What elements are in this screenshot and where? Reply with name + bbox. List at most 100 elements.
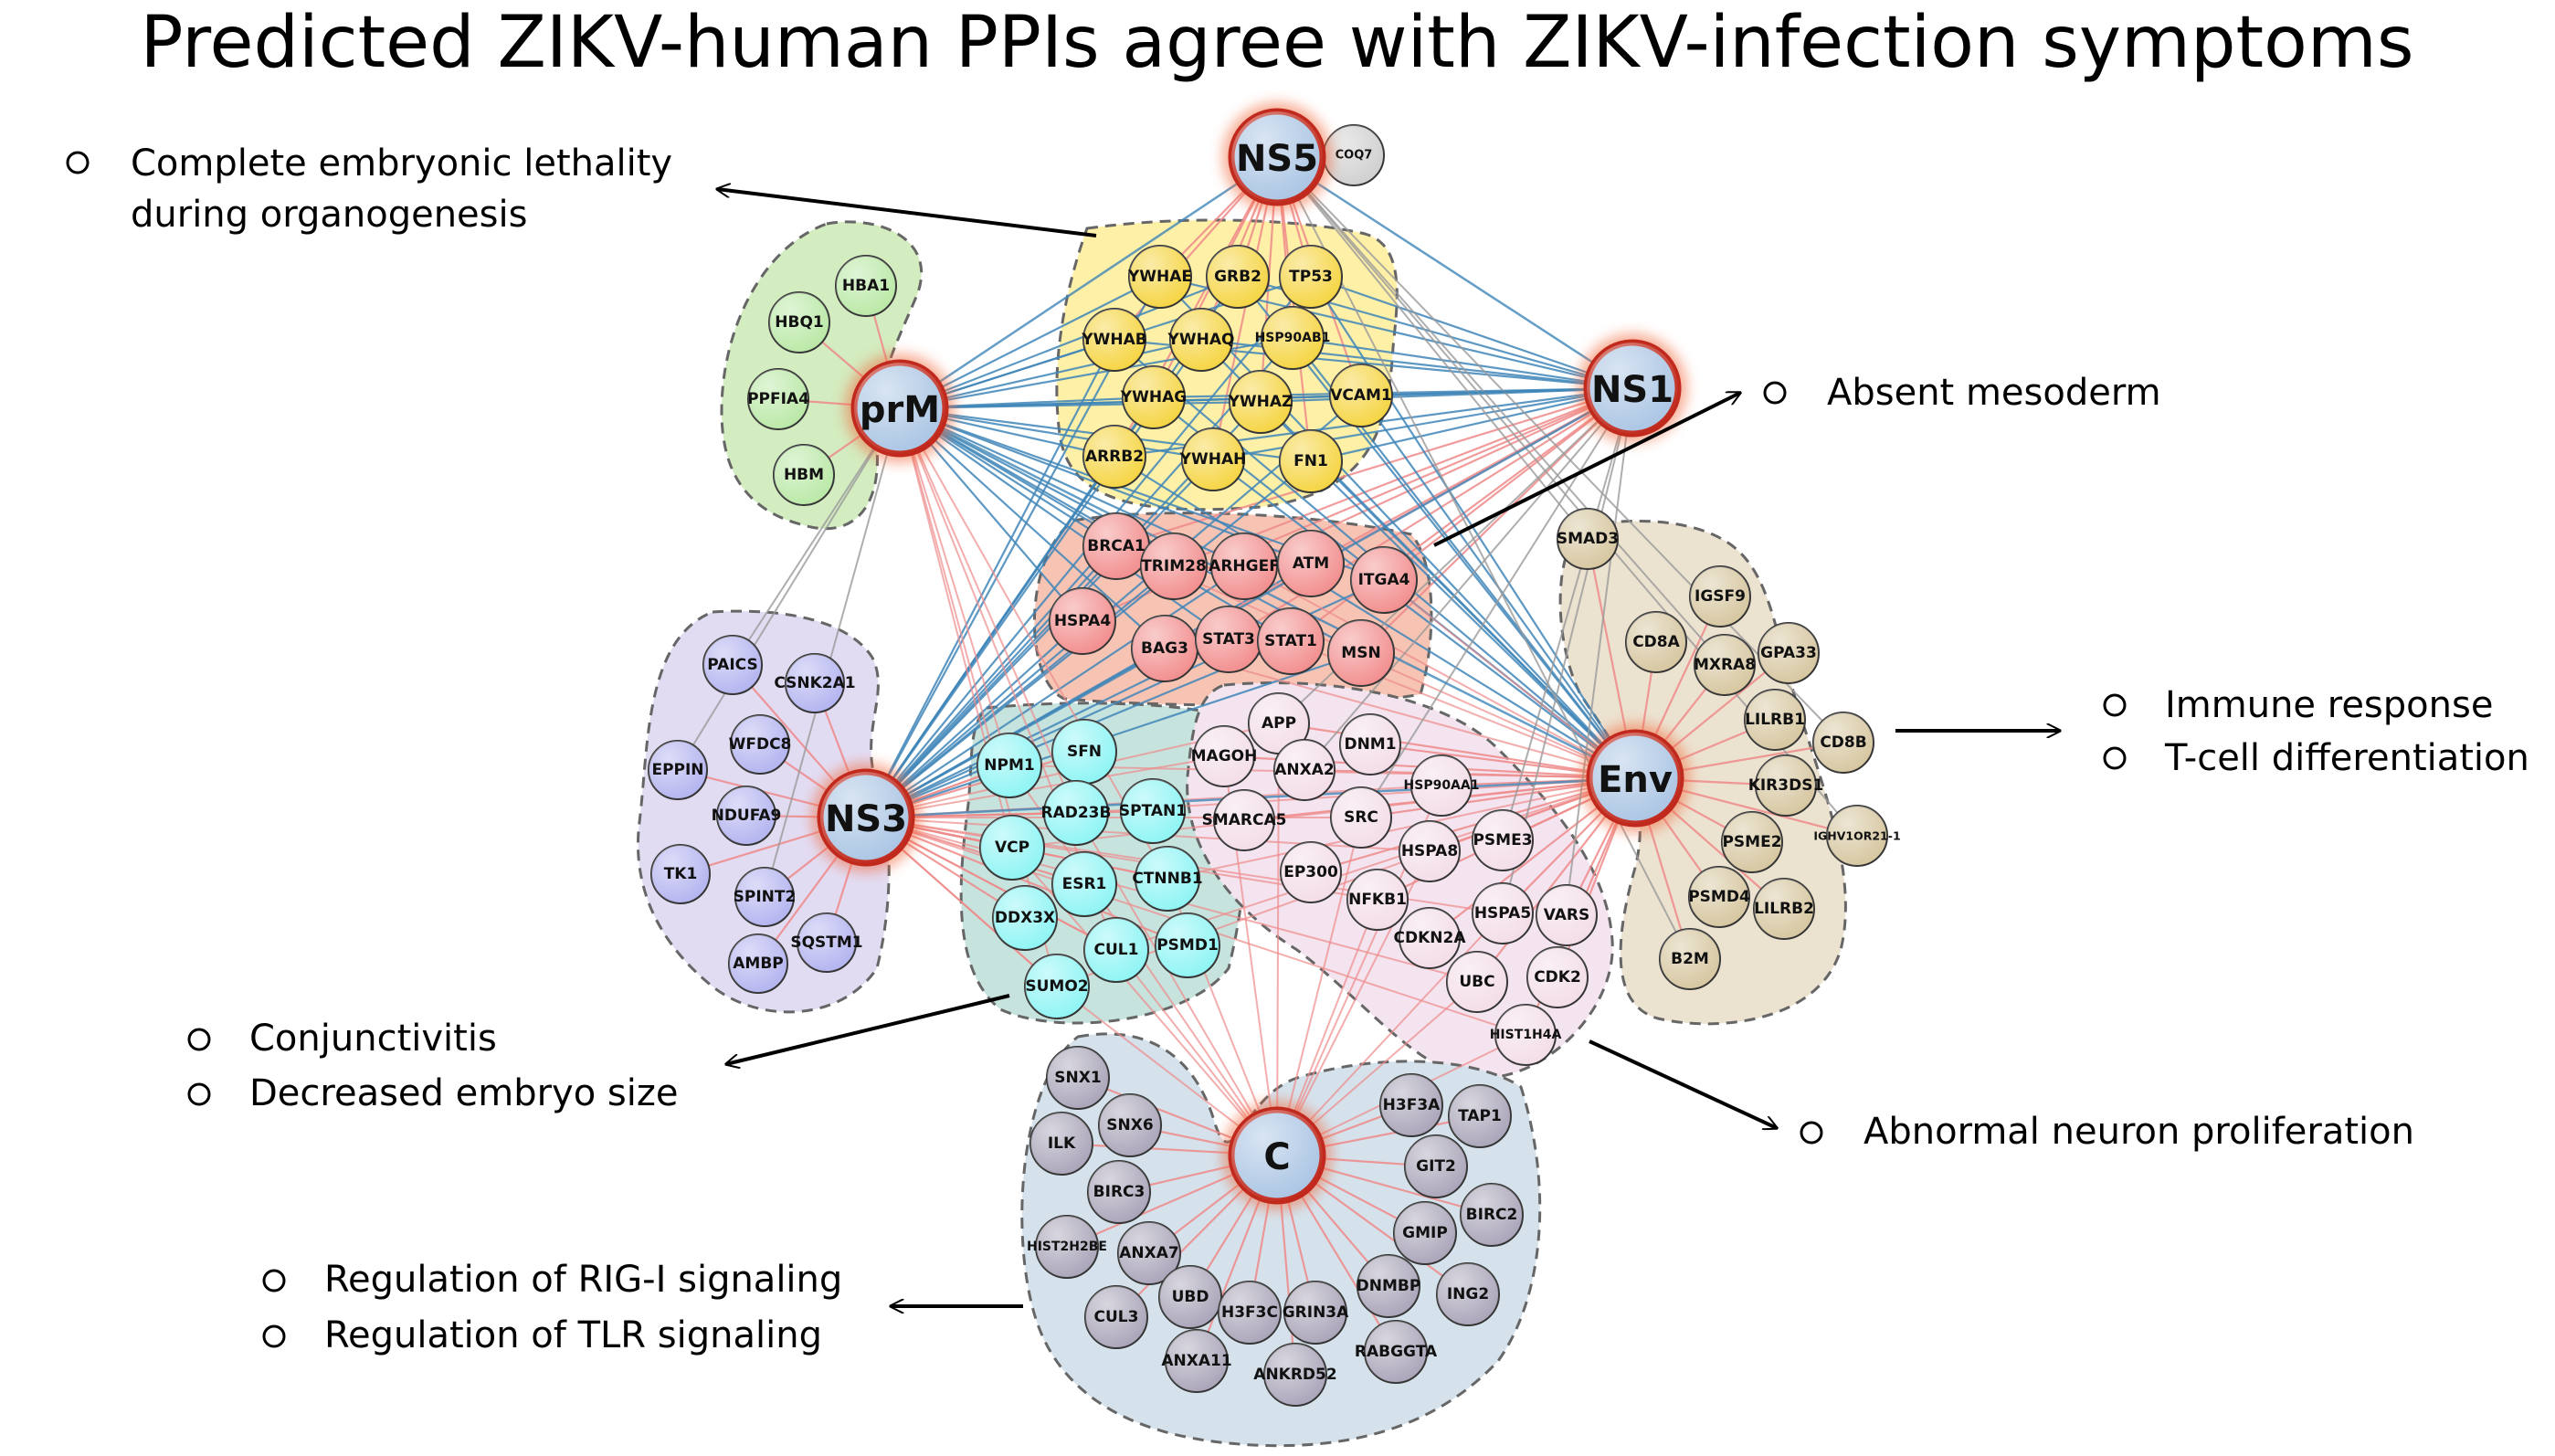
protein-node-app[interactable]: APP (1248, 692, 1310, 754)
protein-node-ep300[interactable]: EP300 (1280, 841, 1342, 903)
hub-node-ns3[interactable]: NS3 (811, 763, 921, 872)
protein-node-lilrb1[interactable]: LILRB1 (1744, 689, 1806, 751)
protein-node-psme2[interactable]: PSME2 (1721, 811, 1783, 873)
hub-node-ns1[interactable]: NS1 (1578, 333, 1687, 443)
protein-node-cdk2[interactable]: CDK2 (1526, 946, 1589, 1008)
protein-node-ywhaz[interactable]: YWHAZ (1228, 370, 1293, 434)
protein-node-ctnnb1[interactable]: CTNNB1 (1132, 846, 1203, 912)
hub-node-prm[interactable]: prM (845, 353, 955, 463)
protein-node-psme3[interactable]: PSME3 (1472, 809, 1534, 871)
protein-node-ilk[interactable]: ILK (1029, 1112, 1093, 1176)
protein-node-cul1[interactable]: CUL1 (1083, 917, 1149, 983)
hub-node-env[interactable]: Env (1580, 723, 1690, 833)
protein-node-msn[interactable]: MSN (1327, 619, 1395, 687)
protein-node-esr1[interactable]: ESR1 (1051, 851, 1117, 917)
protein-node-brca1[interactable]: BRCA1 (1082, 512, 1150, 580)
protein-node-igsf9[interactable]: IGSF9 (1689, 565, 1751, 628)
protein-node-sumo2[interactable]: SUMO2 (1024, 954, 1090, 1019)
protein-node-ywhaq[interactable]: YWHAQ (1167, 308, 1235, 372)
protein-node-birc3[interactable]: BIRC3 (1087, 1160, 1151, 1224)
protein-node-snx6[interactable]: SNX6 (1098, 1093, 1162, 1157)
protein-node-cul3[interactable]: CUL3 (1084, 1285, 1148, 1349)
protein-node-ywhah[interactable]: YWHAH (1179, 427, 1247, 491)
protein-node-hspa5[interactable]: HSPA5 (1472, 882, 1534, 944)
protein-node-paics[interactable]: PAICS (702, 635, 763, 695)
protein-node-magoh[interactable]: MAGOH (1191, 725, 1258, 787)
protein-node-tp53[interactable]: TP53 (1279, 245, 1343, 309)
protein-node-npm1[interactable]: NPM1 (977, 733, 1042, 798)
protein-node-src[interactable]: SRC (1330, 786, 1392, 849)
protein-node-smarca5[interactable]: SMARCA5 (1202, 789, 1287, 851)
protein-node-anxa2[interactable]: ANXA2 (1273, 739, 1336, 801)
protein-node-birc2[interactable]: BIRC2 (1460, 1183, 1524, 1247)
protein-node-itga4[interactable]: ITGA4 (1350, 546, 1418, 614)
protein-node-h3f3c[interactable]: H3F3C (1218, 1281, 1282, 1345)
protein-node-ddx3x[interactable]: DDX3X (992, 885, 1058, 951)
protein-node-ubc[interactable]: UBC (1446, 951, 1508, 1013)
protein-node-gmip[interactable]: GMIP (1393, 1201, 1457, 1265)
protein-node-gpa33[interactable]: GPA33 (1758, 622, 1820, 684)
protein-node-rabggta[interactable]: RABGGTA (1355, 1320, 1438, 1384)
protein-node-git2[interactable]: GIT2 (1404, 1134, 1468, 1198)
protein-node-csnk2a1[interactable]: CSNK2A1 (774, 653, 856, 713)
hub-node-c[interactable]: C (1222, 1101, 1332, 1210)
protein-node-spint2[interactable]: SPINT2 (734, 867, 797, 927)
protein-node-dnmbp[interactable]: DNMBP (1357, 1254, 1421, 1318)
protein-node-cd8b[interactable]: CD8B (1812, 712, 1874, 774)
protein-node-ywhag[interactable]: YWHAG (1120, 365, 1187, 429)
protein-node-ppfia4[interactable]: PPFIA4 (747, 368, 809, 430)
protein-node-ing2[interactable]: ING2 (1436, 1262, 1500, 1326)
protein-node-cd8a[interactable]: CD8A (1625, 611, 1687, 673)
protein-node-wfdc8[interactable]: WFDC8 (729, 714, 792, 775)
protein-node-hspa4[interactable]: HSPA4 (1049, 587, 1116, 655)
protein-node-sfn[interactable]: SFN (1051, 719, 1117, 785)
protein-node-fn1[interactable]: FN1 (1279, 429, 1343, 493)
protein-node-trim28[interactable]: TRIM28 (1140, 533, 1208, 600)
protein-node-kir3ds1[interactable]: KIR3DS1 (1748, 754, 1824, 817)
protein-node-smad3[interactable]: SMAD3 (1557, 508, 1619, 570)
protein-node-hbq1[interactable]: HBQ1 (768, 291, 830, 353)
protein-node-sptan1[interactable]: SPTAN1 (1119, 778, 1187, 844)
protein-node-coq7[interactable]: COQ7 (1323, 124, 1385, 186)
protein-node-tk1[interactable]: TK1 (650, 844, 711, 904)
protein-node-anxa11[interactable]: ANXA11 (1161, 1329, 1232, 1393)
protein-node-stat3[interactable]: STAT3 (1195, 606, 1262, 673)
protein-node-psmd4[interactable]: PSMD4 (1688, 866, 1750, 928)
protein-node-lilrb2[interactable]: LILRB2 (1753, 878, 1815, 940)
protein-node-cdkn2a[interactable]: CDKN2A (1394, 907, 1467, 969)
protein-node-arhgef[interactable]: ARHGEF (1209, 533, 1280, 600)
protein-node-sqstm1[interactable]: SQSTM1 (790, 913, 863, 973)
protein-node-mxra8[interactable]: MXRA8 (1694, 634, 1756, 696)
protein-node-vcp[interactable]: VCP (979, 815, 1045, 881)
protein-node-hsp90ab1[interactable]: HSP90AB1 (1255, 306, 1331, 370)
hub-node-ns5[interactable]: NS5 (1222, 102, 1332, 212)
protein-node-grin3a[interactable]: GRIN3A (1283, 1281, 1349, 1345)
protein-node-snx1[interactable]: SNX1 (1046, 1046, 1110, 1110)
protein-node-anxa7[interactable]: ANXA7 (1117, 1221, 1181, 1285)
protein-node-hspa8[interactable]: HSPA8 (1399, 820, 1461, 882)
protein-node-hba1[interactable]: HBA1 (835, 255, 897, 317)
protein-node-b2m[interactable]: B2M (1659, 928, 1721, 990)
protein-node-stat1[interactable]: STAT1 (1257, 607, 1325, 675)
protein-node-ywhab[interactable]: YWHAB (1081, 308, 1147, 372)
protein-node-ubd[interactable]: UBD (1158, 1265, 1222, 1329)
protein-node-ndufa9[interactable]: NDUFA9 (712, 786, 782, 846)
protein-node-grb2[interactable]: GRB2 (1206, 245, 1270, 309)
protein-node-psmd1[interactable]: PSMD1 (1155, 913, 1220, 978)
protein-node-vars[interactable]: VARS (1536, 884, 1598, 946)
protein-node-hsp90aa1[interactable]: HSP90AA1 (1404, 754, 1480, 817)
protein-node-hbm[interactable]: HBM (773, 444, 835, 506)
protein-node-hist2h2be[interactable]: HIST2H2BE (1027, 1215, 1107, 1279)
protein-node-eppin[interactable]: EPPIN (648, 740, 708, 800)
protein-node-ankrd52[interactable]: ANKRD52 (1253, 1343, 1337, 1407)
protein-node-vcam1[interactable]: VCAM1 (1329, 364, 1393, 427)
protein-node-atm[interactable]: ATM (1277, 530, 1345, 597)
protein-node-ighv1or21-1[interactable]: IGHV1OR21-1 (1813, 805, 1901, 867)
protein-node-ywhae[interactable]: YWHAE (1127, 245, 1192, 309)
protein-node-h3f3a[interactable]: H3F3A (1379, 1073, 1443, 1137)
protein-node-ambp[interactable]: AMBP (728, 934, 788, 994)
protein-node-bag3[interactable]: BAG3 (1131, 615, 1198, 682)
protein-node-rad23b[interactable]: RAD23B (1041, 780, 1112, 846)
protein-node-dnm1[interactable]: DNM1 (1339, 713, 1401, 775)
protein-node-hist1h4a[interactable]: HIST1H4A (1490, 1004, 1562, 1066)
